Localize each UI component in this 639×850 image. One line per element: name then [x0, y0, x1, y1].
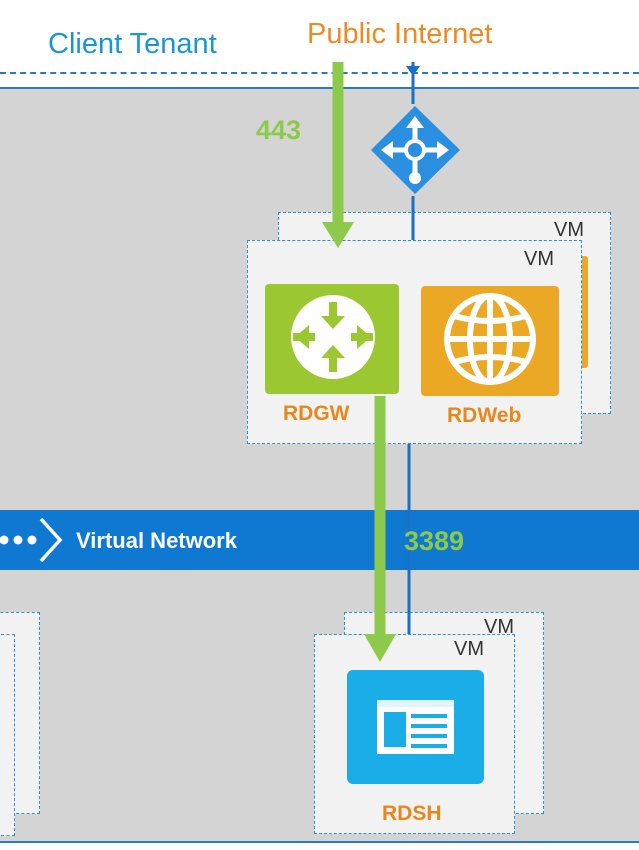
public-internet-arrowhead: [406, 66, 420, 76]
rdgw-tile: [265, 284, 399, 394]
rdsh-tile: [347, 670, 484, 784]
virtual-network-icon: [0, 517, 63, 563]
vm-label: VM: [484, 616, 514, 638]
rdp-port-label: 3389: [404, 526, 465, 556]
rdweb-label: RDWeb: [447, 404, 522, 427]
virtual-network-label: Virtual Network: [76, 528, 237, 553]
rdsh-label: RDSH: [382, 802, 442, 825]
rdgw-label: RDGW: [283, 402, 350, 425]
globe-icon: [444, 293, 536, 385]
gateway-icon: [291, 295, 375, 379]
vm-label: VM: [554, 219, 584, 241]
vm-label: VM: [454, 638, 484, 660]
public-internet-label: Public Internet: [307, 18, 493, 50]
tenant-boundary-line: [0, 72, 639, 74]
client-tenant-label: Client Tenant: [48, 28, 217, 60]
virtual-network-bar: [0, 510, 639, 570]
https-port-label: 443: [256, 115, 302, 145]
remote-desktop-icon: [377, 700, 454, 754]
rdweb-tile: [421, 286, 559, 396]
vm-box-left-front: [0, 634, 15, 836]
vm-label: VM: [524, 248, 554, 270]
